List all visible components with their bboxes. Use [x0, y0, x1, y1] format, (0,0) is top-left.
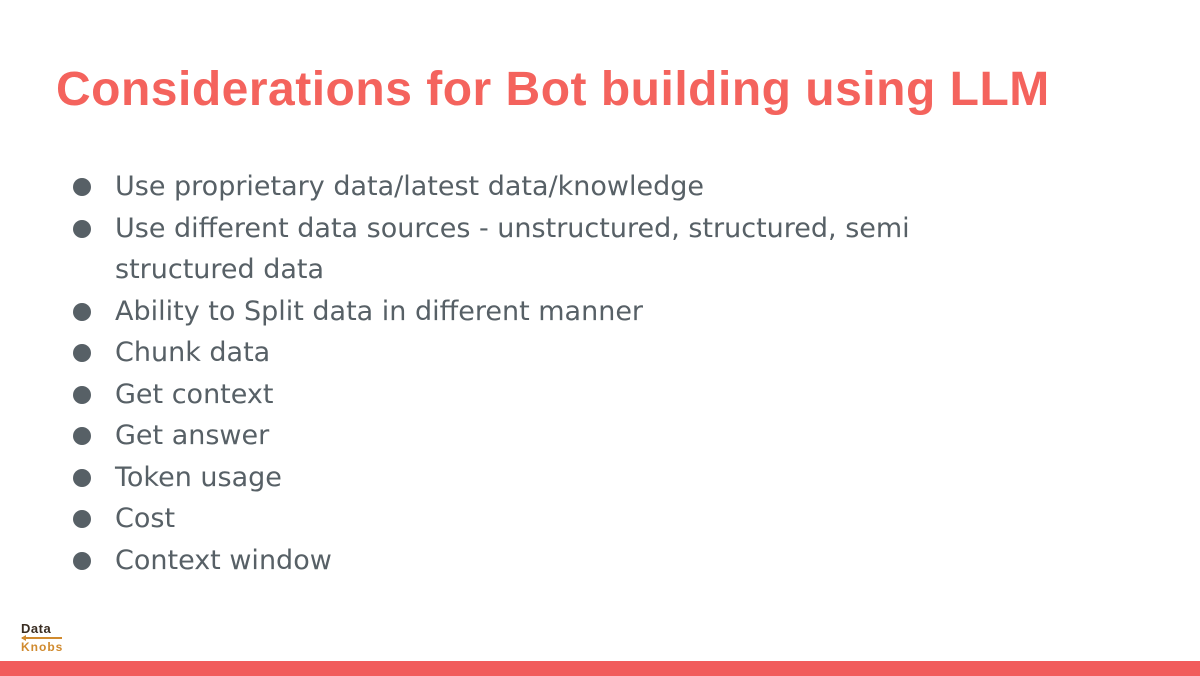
logo-arrow-icon — [21, 635, 62, 641]
list-item: Use different data sources - unstructure… — [72, 208, 1032, 291]
list-item: Use proprietary data/latest data/knowled… — [72, 166, 1032, 208]
list-item: Chunk data — [72, 332, 1032, 374]
dataknobs-logo: Data Knobs — [21, 622, 71, 653]
bullet-list: Use proprietary data/latest data/knowled… — [72, 166, 1032, 581]
logo-text-data: Data — [21, 621, 52, 636]
bullet-icon — [73, 427, 91, 445]
bullet-icon — [73, 551, 91, 570]
bullet-icon — [73, 385, 91, 404]
list-item-text: Use proprietary data/latest data/knowled… — [115, 171, 704, 202]
list-item-text: Context window — [115, 544, 332, 576]
list-item: Token usage — [72, 457, 1032, 499]
bullet-icon — [73, 344, 91, 362]
bullet-icon — [73, 219, 91, 238]
list-item-text: Chunk data — [115, 337, 271, 368]
list-item: Get answer — [72, 415, 1032, 457]
list-item: Get context — [72, 374, 1032, 416]
list-item-text: Use different data sources - unstructure… — [115, 212, 910, 286]
footer-accent-bar — [0, 661, 1200, 676]
list-item-text: Token usage — [115, 461, 282, 493]
bullet-icon — [73, 302, 91, 321]
list-item: Context window — [72, 540, 1032, 582]
list-item-text: Get answer — [115, 420, 270, 451]
bullet-icon — [73, 468, 91, 487]
list-item: Cost — [72, 498, 1032, 540]
list-item-text: Ability to Split data in different manne… — [115, 295, 644, 327]
bullet-icon — [73, 510, 91, 528]
list-item: Ability to Split data in different manne… — [72, 291, 1032, 333]
logo-text-knobs: Knobs — [21, 640, 64, 654]
list-item-text: Cost — [115, 503, 176, 534]
bullet-icon — [73, 178, 91, 196]
slide-title: Considerations for Bot building using LL… — [56, 63, 1050, 116]
list-item-text: Get context — [115, 378, 274, 410]
